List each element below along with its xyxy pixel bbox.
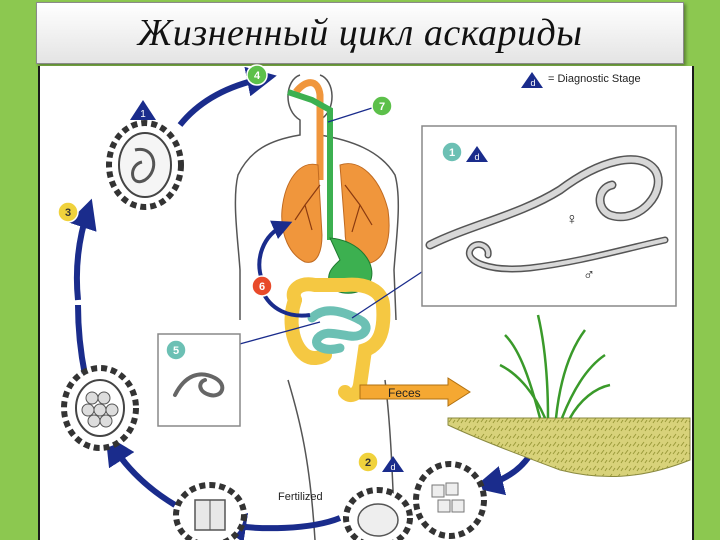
diag-d-1: d	[474, 152, 479, 162]
feces-label: Feces	[388, 386, 421, 400]
arrow-3-to-1	[77, 210, 88, 300]
diagnostic-legend: d = Diagnostic Stage	[521, 72, 641, 88]
egg-bottom-center	[346, 490, 410, 540]
egg-bottom-right	[416, 464, 484, 536]
soil-grass	[448, 315, 690, 477]
arrow-lower-left-up	[78, 305, 85, 375]
stage-3-label: 3	[65, 207, 71, 219]
arrow-to-lungs	[259, 225, 285, 280]
diag-d-2: d	[390, 462, 395, 472]
egg-bottom-left	[176, 485, 244, 540]
left-lung	[282, 164, 322, 262]
legend-marker: d	[530, 78, 535, 88]
stage-1-label: 1	[449, 147, 455, 159]
stage-7-label: 7	[379, 101, 385, 113]
stage-4-label: 4	[254, 70, 261, 82]
arrow-1-to-4	[180, 78, 265, 125]
stage-1-top-left-marker: 1	[130, 100, 156, 120]
stage-2-label: 2	[365, 457, 371, 469]
diagnostic-marker-2: d	[382, 456, 404, 472]
egg-left	[64, 368, 136, 448]
small-intestine	[312, 311, 366, 349]
arrow-fertilized-to-egg	[112, 445, 175, 505]
stage-1-top-left-label: 1	[140, 109, 146, 120]
large-intestine	[294, 284, 384, 395]
arrow-soil-to-egg	[485, 455, 530, 485]
egg-top-left	[109, 123, 181, 207]
stage-5-label: 5	[173, 345, 179, 357]
fertilized-label: Fertilized	[278, 491, 323, 503]
stage-6-label: 6	[259, 281, 265, 293]
legend-text: = Diagnostic Stage	[548, 73, 641, 85]
male-symbol: ♂	[583, 267, 595, 284]
female-symbol: ♀	[566, 211, 578, 228]
feces-arrow: Feces	[360, 378, 470, 406]
